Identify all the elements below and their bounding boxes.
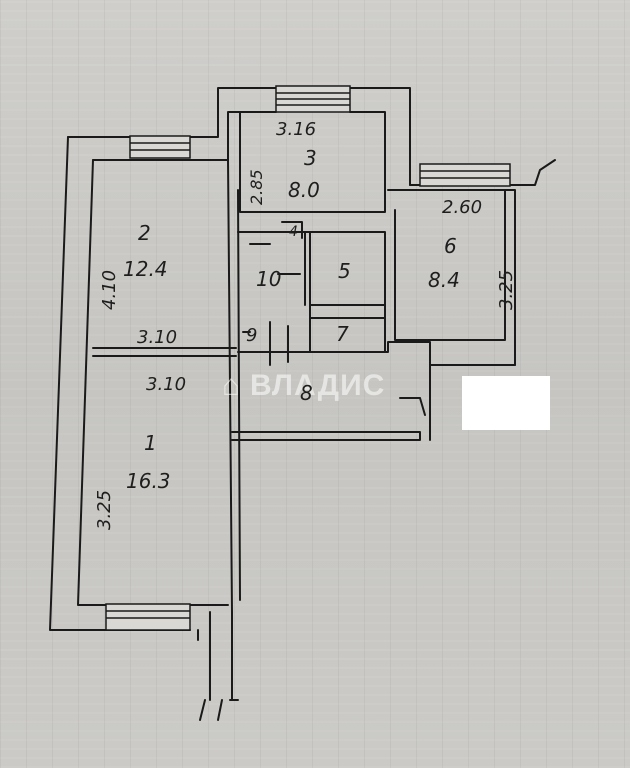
outer-wall-left-inner: [92, 111, 277, 161]
room-2-number: 2: [138, 221, 151, 245]
watermark-text: ВЛАДИС: [250, 369, 385, 402]
outer-wall-left: [67, 87, 421, 186]
window-bottom-room1: [105, 603, 191, 631]
dim-room3-width: 3.16: [276, 119, 316, 140]
inner-tick-marks: [242, 243, 426, 416]
dim-room1-height: 3.25: [94, 490, 115, 530]
hall-bottom: [239, 341, 431, 381]
room-6-number: 6: [444, 234, 457, 258]
room-5-number: 5: [338, 259, 351, 283]
window-top-room6: [419, 163, 511, 187]
room2-room1-divider: [92, 347, 237, 357]
room-7-number: 7: [336, 322, 349, 346]
room-10-number: 10: [256, 267, 281, 291]
redaction-box: [462, 376, 550, 430]
window-top-room2: [129, 135, 191, 159]
hall-walls: [231, 431, 421, 441]
dim-room2-height: 4.10: [99, 270, 120, 310]
bath-walls: [237, 231, 386, 353]
room-2-area: 12.4: [123, 257, 168, 281]
dim-room2-width: 3.10: [137, 327, 177, 348]
dim-room6-height: 3.25: [496, 270, 517, 310]
room6-box: [387, 189, 516, 366]
dim-room1-width: 3.10: [146, 374, 186, 395]
dim-room3-depth: 2.85: [247, 169, 266, 205]
room-6-area: 8.4: [428, 268, 460, 292]
room-8-number: 8: [300, 381, 313, 405]
watermark-logo-icon: ⌂: [222, 369, 241, 402]
room-4-number: 4: [289, 224, 298, 240]
room-9-number: 9: [246, 325, 257, 346]
room-1-area: 16.3: [126, 469, 171, 493]
outer-wall-vertical-left: [49, 136, 229, 631]
dim-room6-width: 2.60: [442, 197, 482, 218]
room-3-area: 8.0: [288, 178, 320, 202]
room1-bottom: [197, 611, 233, 701]
room3-box: [239, 111, 386, 213]
door-swing-3: [281, 221, 303, 239]
central-corridor: [227, 159, 241, 613]
entry-tick: [199, 699, 239, 721]
room-1-number: 1: [144, 431, 157, 455]
room-3-number: 3: [304, 146, 317, 170]
